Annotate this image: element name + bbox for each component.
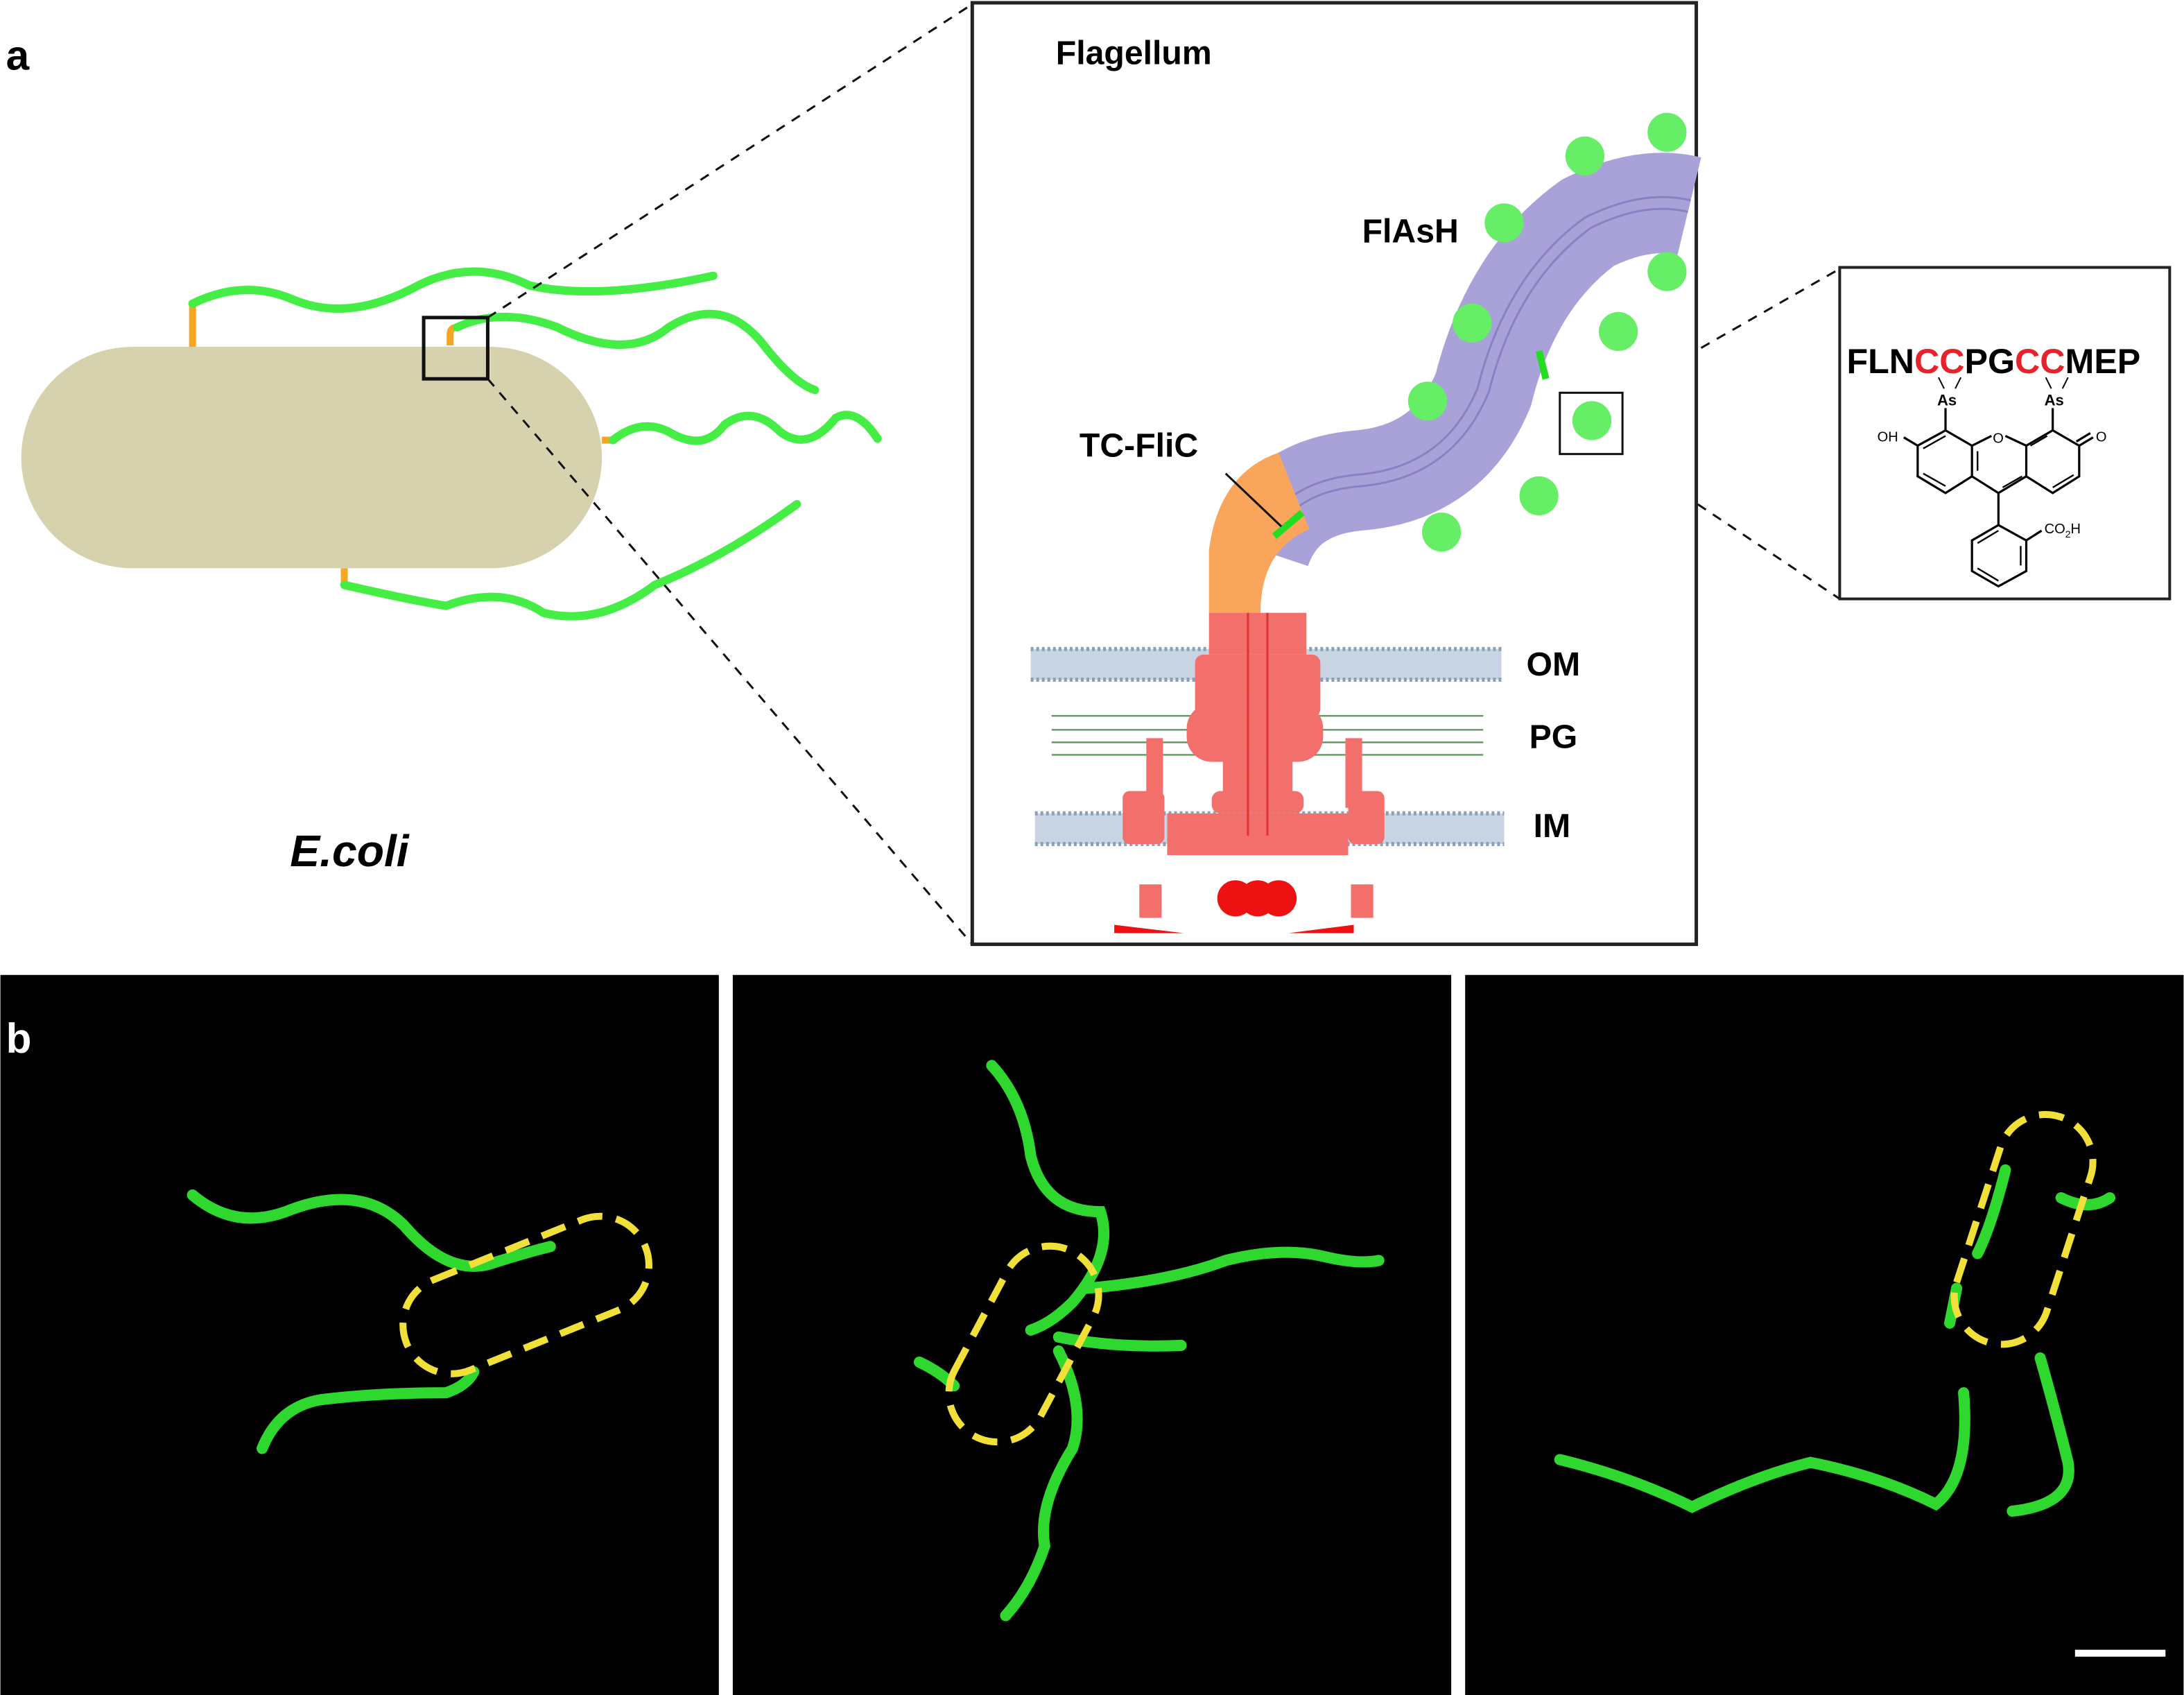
flagella [188, 267, 882, 621]
carboxyl-label: CO2H [2045, 522, 2081, 540]
micrograph-2 [732, 974, 1452, 1695]
arsenic-label: As [2045, 391, 2064, 408]
tag-zoom-box [1559, 391, 1624, 456]
om-label: OM [1527, 646, 1581, 683]
flash-label: FlAsH [1362, 212, 1459, 250]
hook [1208, 452, 1310, 613]
keto-oxygen-label: O [2096, 430, 2107, 445]
flagellum-inset: Flagellum [970, 1, 1701, 947]
flash-dye-molecules [1407, 112, 1687, 552]
inset-title: Flagellum [1056, 34, 1212, 71]
cell-body [21, 347, 603, 569]
bacterium-cartoon: E.coli [21, 267, 882, 876]
pg-label: PG [1529, 718, 1578, 755]
tetracysteine-sequence: FLNCCPGCCMEP [1846, 342, 2140, 381]
arsenic-label: As [1937, 391, 1957, 408]
ring-oxygen-label: O [1993, 431, 2004, 447]
panel-b-label: b [6, 1015, 32, 1062]
tc-flic-label: TC-FliC [1080, 427, 1198, 465]
panel-a-label: a [6, 31, 30, 78]
micrograph-3 [1465, 974, 2184, 1695]
motor [1123, 612, 1385, 918]
organism-label: E.coli [290, 826, 410, 876]
panel-b-micrographs: b [0, 974, 2184, 1695]
xanthene-structure [1903, 377, 2094, 588]
hydroxyl-label: OH [1878, 430, 1898, 445]
motor-switch [1114, 880, 1354, 933]
im-label: IM [1534, 807, 1571, 845]
fluorescent-flagella [187, 1060, 2116, 1621]
micrograph-1 [0, 974, 719, 1695]
cell-outlines [399, 1110, 2097, 1446]
flash-structure-box: FLNCCPGCCMEP As As OH O O CO2H [1838, 266, 2172, 601]
zoom-region-box [422, 316, 489, 381]
